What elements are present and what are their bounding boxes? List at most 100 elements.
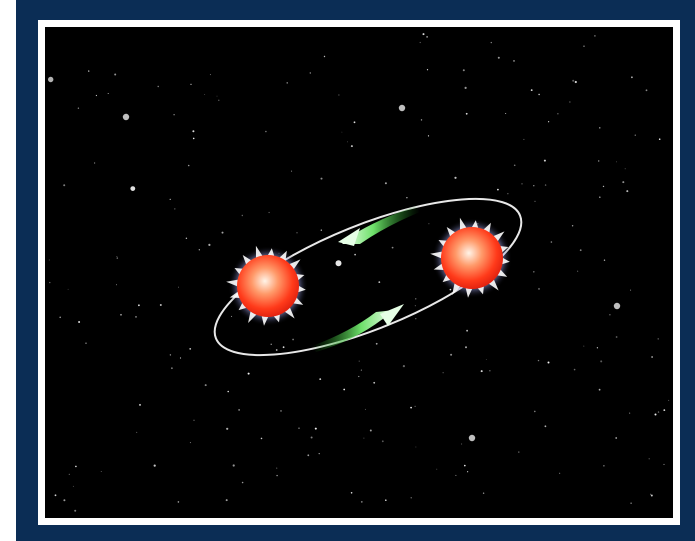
space-background bbox=[45, 27, 673, 518]
background-star bbox=[559, 473, 560, 474]
background-star bbox=[276, 468, 277, 469]
background-star bbox=[423, 33, 425, 35]
background-star bbox=[188, 165, 190, 167]
background-star bbox=[311, 437, 313, 439]
background-star bbox=[577, 271, 578, 272]
background-star bbox=[226, 499, 228, 501]
background-star bbox=[227, 391, 229, 393]
background-star bbox=[170, 199, 171, 200]
background-star bbox=[415, 305, 416, 306]
background-star bbox=[138, 304, 140, 306]
background-star bbox=[135, 316, 137, 318]
background-star bbox=[514, 165, 516, 167]
background-star bbox=[548, 362, 550, 364]
background-star bbox=[385, 182, 387, 184]
background-star bbox=[276, 349, 278, 351]
background-star bbox=[190, 84, 191, 85]
background-star bbox=[663, 409, 665, 411]
background-star bbox=[616, 162, 617, 163]
background-star bbox=[178, 287, 179, 288]
background-star bbox=[78, 108, 79, 109]
background-star bbox=[361, 501, 363, 503]
background-star bbox=[242, 215, 243, 216]
background-star bbox=[523, 139, 524, 140]
background-star bbox=[538, 360, 539, 361]
background-star bbox=[450, 354, 452, 356]
background-star bbox=[242, 482, 244, 484]
background-star bbox=[668, 400, 669, 401]
background-star bbox=[280, 410, 282, 412]
background-star bbox=[635, 135, 636, 136]
background-star bbox=[630, 290, 631, 291]
background-star bbox=[321, 178, 323, 180]
background-star bbox=[208, 244, 210, 246]
background-star bbox=[465, 346, 467, 348]
background-star bbox=[376, 343, 378, 345]
background-star bbox=[569, 102, 570, 103]
background-star bbox=[74, 510, 76, 512]
background-star bbox=[180, 357, 181, 358]
background-star bbox=[358, 376, 359, 377]
background-star bbox=[603, 465, 605, 467]
background-star bbox=[631, 76, 633, 78]
background-star bbox=[359, 361, 360, 362]
background-star bbox=[498, 57, 500, 59]
background-star bbox=[599, 196, 601, 198]
background-star bbox=[651, 495, 653, 497]
background-star bbox=[298, 428, 299, 429]
background-star bbox=[94, 163, 95, 164]
background-star bbox=[534, 201, 535, 202]
background-star bbox=[622, 181, 624, 183]
background-star bbox=[513, 60, 515, 62]
background-star bbox=[534, 411, 536, 413]
background-star bbox=[193, 138, 195, 140]
background-star bbox=[226, 428, 228, 430]
background-star bbox=[205, 384, 207, 386]
background-star bbox=[594, 35, 596, 37]
background-star bbox=[378, 281, 380, 283]
background-star bbox=[415, 406, 416, 407]
background-star bbox=[658, 411, 659, 412]
background-star bbox=[655, 414, 657, 416]
background-star bbox=[324, 56, 325, 57]
background-star bbox=[120, 314, 122, 316]
background-star bbox=[69, 474, 70, 475]
background-star bbox=[464, 465, 466, 467]
bright-background-star bbox=[399, 105, 405, 111]
background-star bbox=[63, 184, 65, 186]
background-star bbox=[650, 494, 651, 495]
bright-background-star bbox=[614, 303, 620, 309]
background-star bbox=[116, 284, 117, 285]
background-star bbox=[410, 407, 412, 409]
background-star bbox=[73, 486, 74, 487]
background-star bbox=[411, 497, 412, 498]
background-star bbox=[160, 304, 162, 306]
background-star bbox=[649, 458, 650, 459]
background-star bbox=[96, 95, 97, 96]
background-star bbox=[117, 256, 118, 257]
background-star bbox=[171, 367, 173, 369]
background-star bbox=[658, 338, 659, 339]
background-star bbox=[467, 471, 468, 472]
background-star bbox=[507, 193, 508, 194]
background-star bbox=[321, 230, 322, 231]
background-star bbox=[616, 336, 618, 338]
background-star bbox=[392, 247, 394, 249]
background-star bbox=[548, 121, 549, 122]
background-star bbox=[406, 197, 407, 198]
background-star bbox=[189, 348, 191, 350]
background-star bbox=[659, 138, 661, 140]
background-star bbox=[415, 298, 416, 299]
background-star bbox=[222, 232, 224, 234]
background-star bbox=[646, 89, 648, 91]
background-star bbox=[291, 171, 292, 172]
bright-background-star bbox=[123, 114, 129, 120]
background-star bbox=[545, 184, 546, 185]
background-star bbox=[551, 241, 553, 243]
background-star bbox=[117, 257, 118, 258]
background-star bbox=[342, 132, 343, 133]
background-star bbox=[261, 438, 263, 440]
background-star bbox=[319, 453, 320, 454]
background-star bbox=[199, 249, 200, 250]
background-star bbox=[271, 344, 272, 345]
